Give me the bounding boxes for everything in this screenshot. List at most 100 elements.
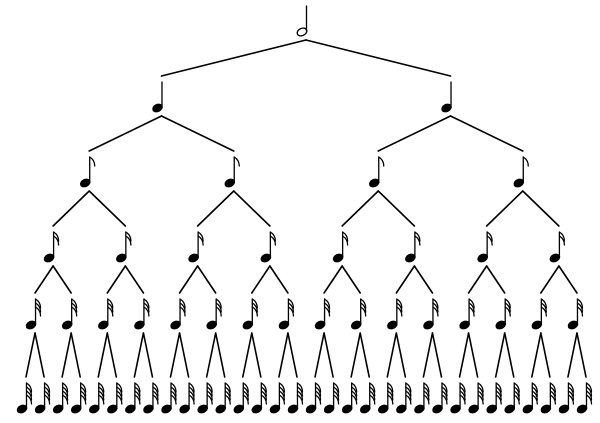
note-flag <box>576 302 584 313</box>
note-flag <box>486 231 493 242</box>
sixty-fourth-note-icon <box>378 382 394 414</box>
tree-notes <box>16 5 593 414</box>
tree-branch <box>52 265 72 294</box>
tree-branch <box>350 332 361 378</box>
note-flag <box>549 394 557 405</box>
note-flag <box>43 382 51 393</box>
thirty-second-note-icon <box>242 298 258 330</box>
thirty-second-note-icon <box>170 298 186 330</box>
sixty-fourth-note-icon <box>323 382 340 414</box>
note-flag <box>206 386 213 397</box>
tree-branch <box>25 332 36 378</box>
note-flag <box>116 390 123 401</box>
note-flag <box>170 390 177 401</box>
tree-branch <box>196 265 217 294</box>
note-flag <box>278 382 286 393</box>
note-flag <box>314 394 322 405</box>
note-flag <box>98 390 105 401</box>
sixty-fourth-note-icon <box>233 382 249 414</box>
thirty-second-note-icon <box>567 298 584 330</box>
sixty-fourth-note-icon <box>432 382 448 414</box>
note-flag <box>585 390 593 401</box>
sixty-fourth-note-icon <box>359 382 376 414</box>
note-flag <box>215 306 222 317</box>
note-flag <box>179 298 186 309</box>
sixty-fourth-note-icon <box>251 382 267 414</box>
note-flag <box>405 390 412 401</box>
note-flag <box>188 394 195 405</box>
note-flag <box>80 390 87 401</box>
tree-branch <box>485 190 524 227</box>
tree-branch <box>576 332 587 378</box>
note-flag <box>197 231 204 242</box>
note-flag <box>251 306 258 317</box>
note-flag <box>341 235 349 246</box>
tree-branches <box>25 39 587 378</box>
tree-branch <box>178 265 199 294</box>
tree-branch <box>449 115 524 152</box>
note-flag <box>224 394 231 405</box>
sixty-fourth-note-icon <box>305 382 322 414</box>
tree-branch <box>467 265 488 294</box>
note-flag <box>296 386 304 397</box>
tree-branch <box>458 332 470 378</box>
note-flag <box>269 231 277 242</box>
tree-branch <box>178 332 190 378</box>
note-flag <box>242 390 249 401</box>
sixty-fourth-note-icon <box>70 382 87 414</box>
note-flag <box>531 386 538 397</box>
sixteenth-note-icon <box>260 231 277 263</box>
thirty-second-note-icon <box>314 298 331 330</box>
note-flag <box>423 394 430 405</box>
note-flag <box>260 394 267 405</box>
note-flag <box>332 386 340 397</box>
tree-branch <box>341 190 380 227</box>
quarter-note-icon <box>152 81 163 113</box>
note-flag <box>215 302 222 313</box>
sixty-fourth-note-icon <box>161 382 177 414</box>
thirty-second-note-icon <box>98 298 114 330</box>
sixteenth-note-icon <box>332 231 349 263</box>
sixty-fourth-note-icon <box>558 382 575 414</box>
note-flag <box>25 390 33 401</box>
note-flag <box>351 382 358 393</box>
note-flag <box>504 306 511 317</box>
note-flag <box>116 386 123 397</box>
sixty-fourth-note-icon <box>287 382 304 414</box>
tree-branch <box>503 332 515 378</box>
note-flag <box>513 390 520 401</box>
note-flag <box>513 382 520 393</box>
note-flag <box>486 235 493 246</box>
note-flag <box>224 390 231 401</box>
note-flag <box>513 386 520 397</box>
note-flag <box>468 306 475 317</box>
note-flag <box>134 394 141 405</box>
note-flag <box>143 306 150 317</box>
note-flag <box>116 394 123 405</box>
note-flag <box>43 390 51 401</box>
note-flag <box>332 394 340 405</box>
note-flag <box>188 390 195 401</box>
note-flag <box>224 382 231 393</box>
tree-branch <box>88 115 163 152</box>
note-flag <box>188 386 195 397</box>
tree-branch <box>142 332 154 378</box>
note-flag <box>558 235 566 246</box>
note-flag <box>134 390 141 401</box>
sixty-fourth-note-icon <box>414 382 430 414</box>
note-flag <box>116 382 123 393</box>
tree-branch <box>314 332 325 378</box>
note-flag <box>432 298 439 309</box>
note-flag <box>71 306 78 317</box>
note-flag <box>278 390 286 401</box>
tree-branch <box>88 190 127 227</box>
note-flag <box>477 394 484 405</box>
eighth-note-icon <box>513 156 529 188</box>
eighth-note-icon <box>224 156 240 188</box>
tree-branch <box>323 265 343 294</box>
note-flag <box>495 390 502 401</box>
tree-branch <box>540 332 551 378</box>
note-flag <box>540 302 547 313</box>
sixty-fourth-note-icon <box>341 382 358 414</box>
note-flag <box>423 390 430 401</box>
